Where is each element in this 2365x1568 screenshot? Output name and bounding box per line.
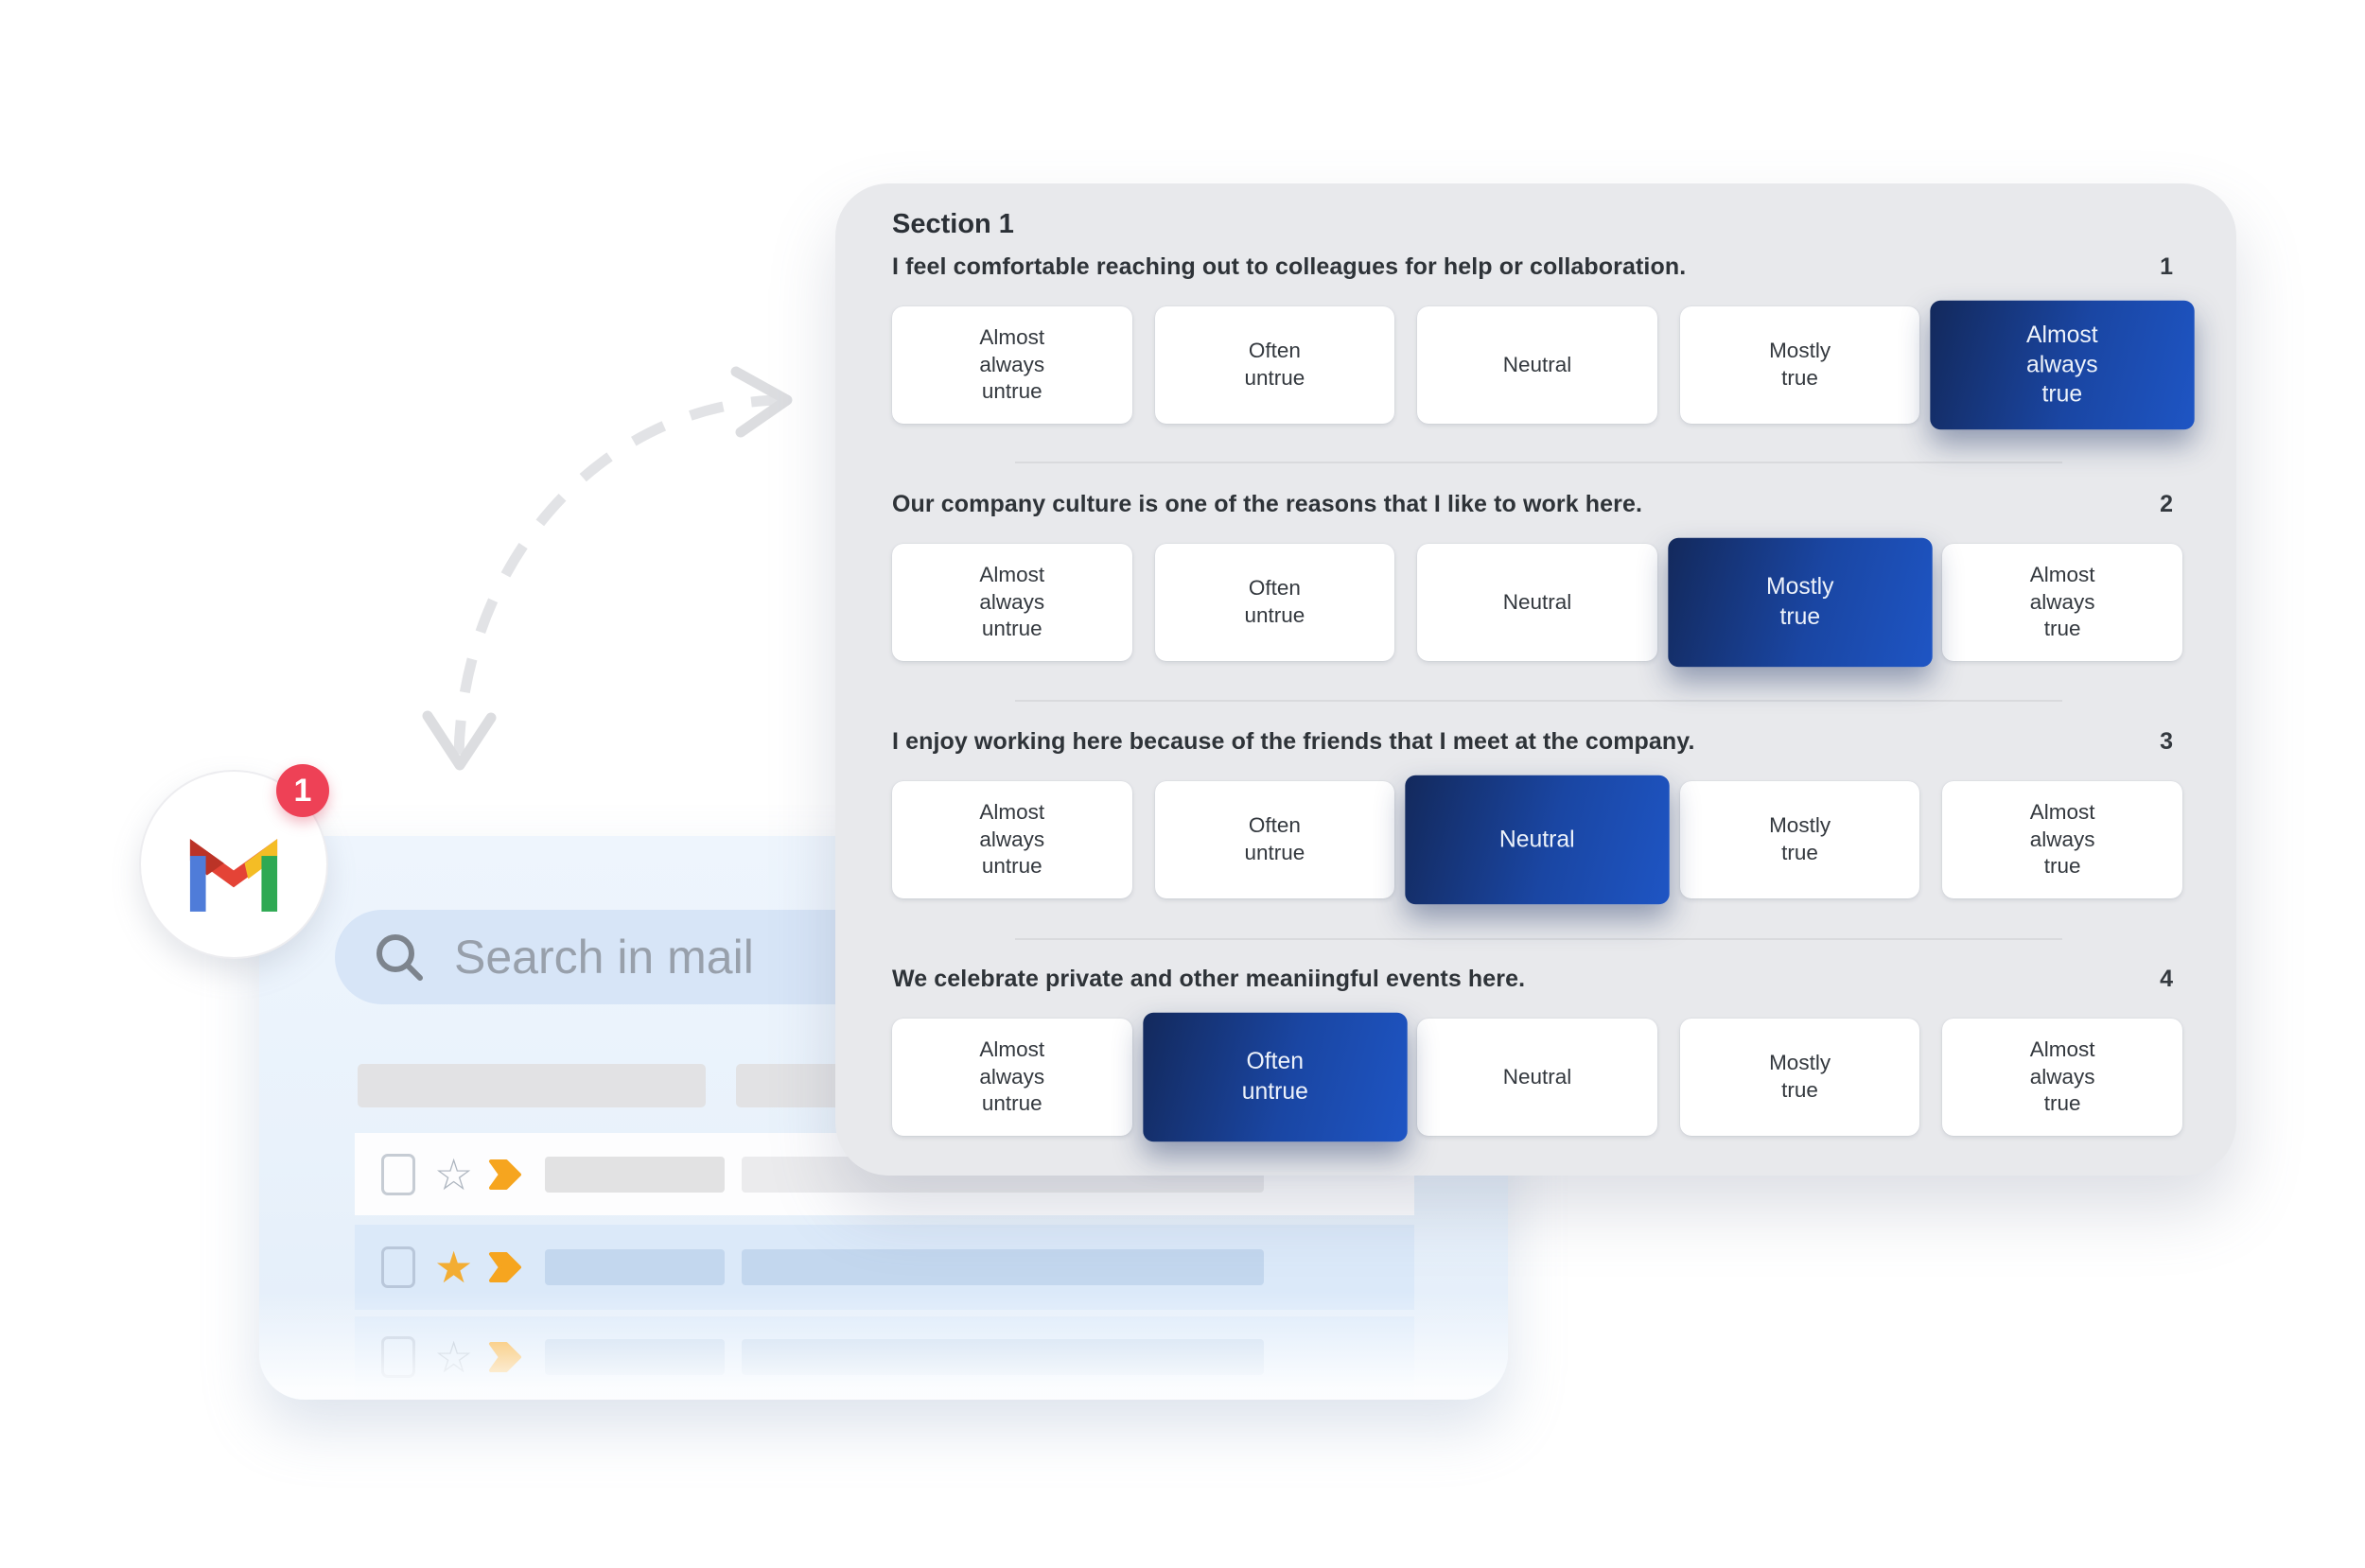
options-row: Almost always untrue Often untrue Neutral M… <box>892 537 2182 668</box>
option-label: Mostly true <box>1769 813 1831 864</box>
window-bottom-fade <box>259 1291 1508 1400</box>
question-number: 4 <box>2160 966 2173 992</box>
option-card[interactable]: Almost always untrue <box>892 781 1132 898</box>
option-label: Neutral <box>1499 826 1575 852</box>
gmail-logo-circle <box>139 770 328 959</box>
option-card[interactable]: Almost always untrue <box>892 1019 1132 1136</box>
important-marker-icon[interactable] <box>488 1248 522 1286</box>
question-text: We celebrate private and other meaniingf… <box>892 966 1526 992</box>
option-label: Almost always untrue <box>979 325 1045 404</box>
question-text: I feel comfortable reaching out to colle… <box>892 253 1687 280</box>
question-divider <box>1015 938 2062 940</box>
question-text: Our company culture is one of the reason… <box>892 491 1642 517</box>
option-card-selected[interactable]: Almost always true <box>1930 300 2195 430</box>
important-marker-icon[interactable] <box>488 1156 522 1193</box>
option-label: Mostly true <box>1765 573 1834 630</box>
option-label: Almost always untrue <box>979 1037 1045 1116</box>
placeholder-text-bar <box>545 1156 726 1193</box>
options-row: Almost always untrue Often untrue Neutral M… <box>892 1012 2182 1142</box>
option-label: Neutral <box>1502 352 1572 376</box>
question-divider <box>1015 462 2062 463</box>
option-label: Often untrue <box>1244 339 1305 390</box>
section-title: Section 1 <box>892 209 1014 239</box>
option-card[interactable]: Mostly true <box>1679 781 1920 898</box>
star-outline-icon[interactable]: ☆ <box>434 1149 474 1199</box>
question-number: 3 <box>2160 728 2173 755</box>
search-icon <box>377 934 423 981</box>
option-label: Often untrue <box>1241 1048 1308 1105</box>
option-card[interactable]: Often untrue <box>1154 544 1395 661</box>
option-card[interactable]: Often untrue <box>1154 781 1395 898</box>
question-divider <box>1015 700 2062 702</box>
arrowhead-right-icon <box>730 366 793 438</box>
placeholder-text-bar <box>742 1249 1265 1285</box>
option-label: Neutral <box>1502 1064 1572 1089</box>
placeholder-text-bar <box>545 1249 726 1285</box>
option-label: Neutral <box>1502 589 1572 614</box>
question-header: Our company culture is one of the reason… <box>892 491 2182 518</box>
option-card[interactable]: Almost always true <box>1942 781 2182 898</box>
option-label: Mostly true <box>1769 1051 1831 1102</box>
checkbox-icon[interactable] <box>381 1246 415 1288</box>
notification-badge: 1 <box>276 764 329 817</box>
gmail-m-icon <box>189 839 278 912</box>
option-label: Often untrue <box>1244 576 1305 627</box>
gmail-logo[interactable]: 1 <box>139 764 329 959</box>
question-text: I enjoy working here because of the frie… <box>892 728 1695 755</box>
option-card[interactable]: Almost always untrue <box>892 306 1132 424</box>
option-label: Often untrue <box>1244 813 1305 864</box>
option-card[interactable]: Neutral <box>1417 1019 1657 1136</box>
question-header: I feel comfortable reaching out to colle… <box>892 253 2182 281</box>
option-card-selected[interactable]: Mostly true <box>1668 537 1933 668</box>
option-label: Mostly true <box>1769 339 1831 390</box>
arrow-curve <box>453 394 786 762</box>
option-card[interactable]: Neutral <box>1417 306 1657 424</box>
option-card-selected[interactable]: Often untrue <box>1142 1012 1407 1142</box>
option-card[interactable]: Often untrue <box>1154 306 1395 424</box>
arrowhead-down-icon <box>422 710 497 771</box>
question-number: 2 <box>2160 491 2173 517</box>
options-row: Almost always untrue Often untrue Neutral M… <box>892 300 2195 430</box>
option-label: Almost always true <box>2029 1037 2095 1116</box>
checkbox-icon[interactable] <box>381 1153 415 1195</box>
option-card[interactable]: Almost always true <box>1942 1019 2182 1136</box>
option-label: Almost always untrue <box>979 800 1045 879</box>
survey-panel: Section 1 I feel comfortable reaching ou… <box>835 183 2236 1176</box>
option-card[interactable]: Mostly true <box>1679 306 1920 424</box>
question-header: We celebrate private and other meaniingf… <box>892 966 2182 993</box>
option-card[interactable]: Mostly true <box>1679 1019 1920 1136</box>
option-label: Almost always true <box>2026 321 2099 408</box>
option-card-selected[interactable]: Neutral <box>1405 775 1670 905</box>
option-label: Almost always true <box>2029 563 2095 641</box>
options-row: Almost always untrue Often untrue Neutral M… <box>892 775 2182 905</box>
option-card[interactable]: Neutral <box>1417 544 1657 661</box>
placeholder-tab-bar <box>358 1064 706 1107</box>
option-label: Almost always true <box>2029 800 2095 879</box>
option-label: Almost always untrue <box>979 563 1045 641</box>
option-card[interactable]: Almost always untrue <box>892 544 1132 661</box>
question-header: I enjoy working here because of the frie… <box>892 728 2182 756</box>
question-number: 1 <box>2160 253 2173 280</box>
option-card[interactable]: Almost always true <box>1942 544 2182 661</box>
star-filled-icon[interactable]: ★ <box>434 1243 474 1292</box>
